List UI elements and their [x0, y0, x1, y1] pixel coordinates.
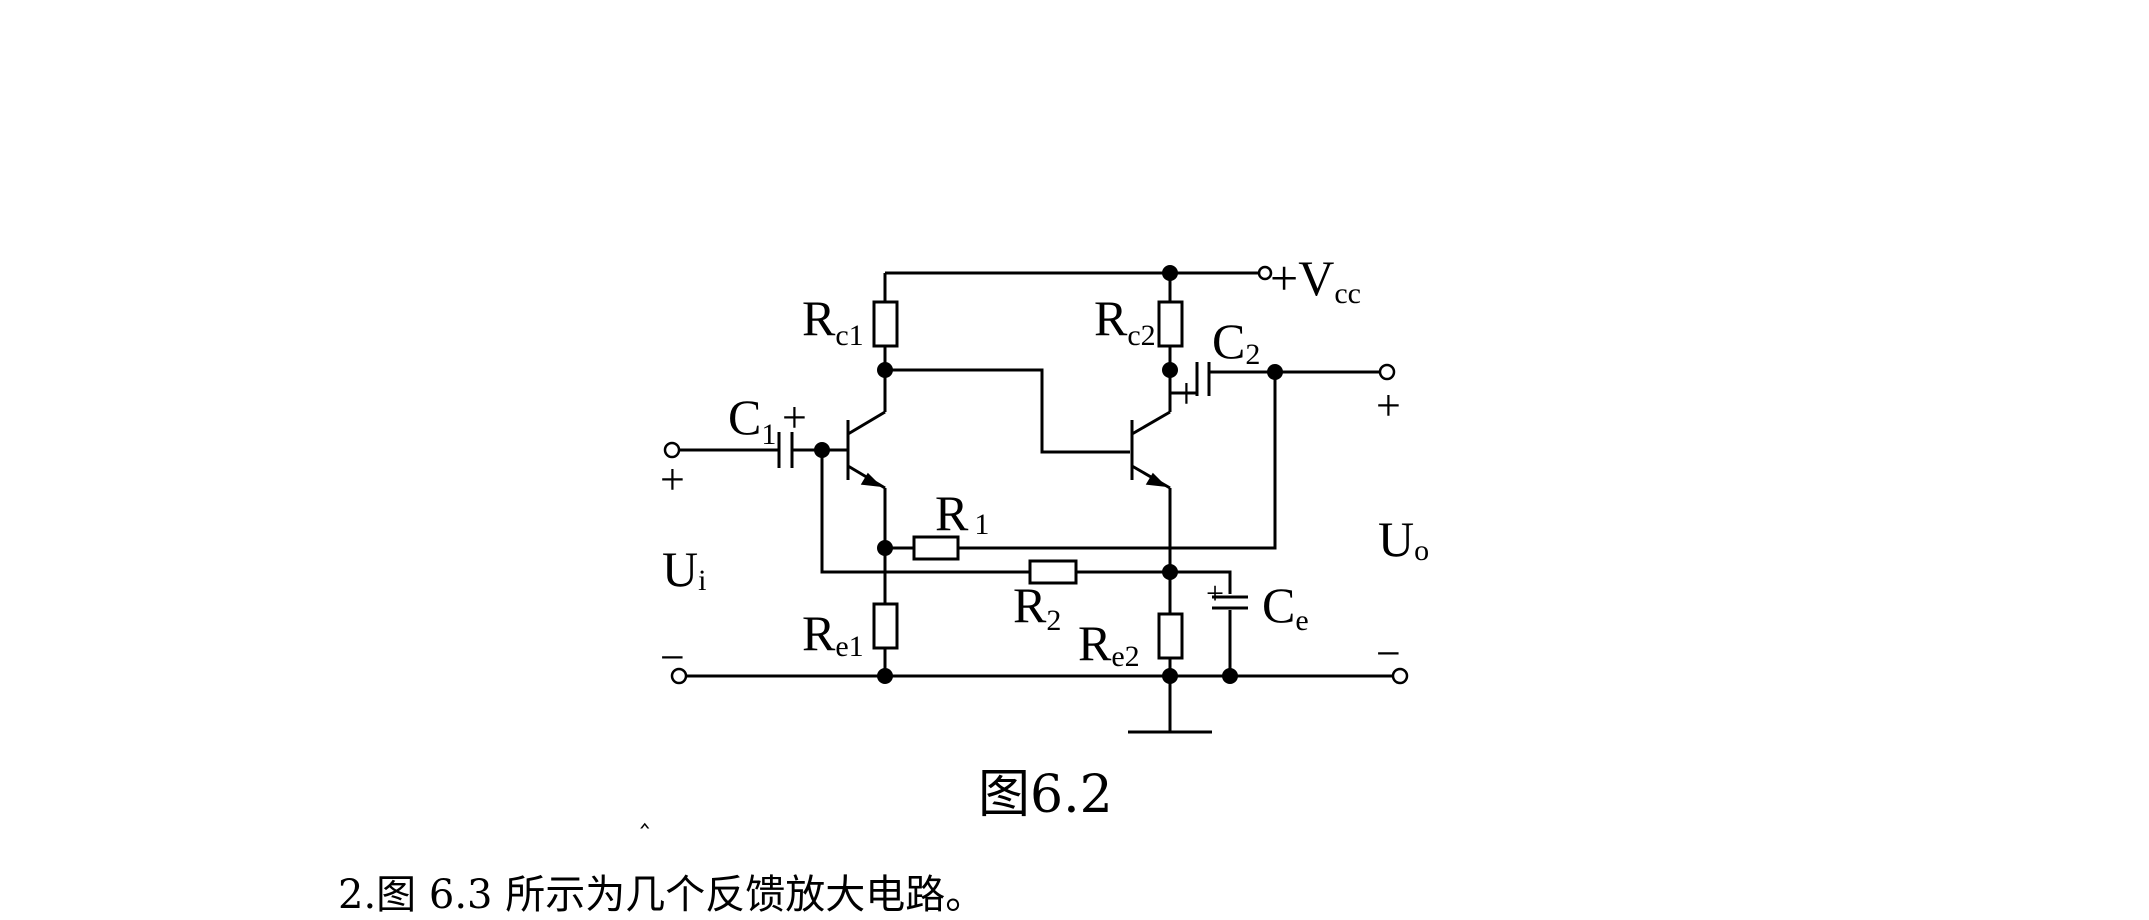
uo-label: Uo [1378, 511, 1429, 567]
re1-resistor [872, 602, 899, 650]
ce-label: Ce [1262, 577, 1309, 637]
question-text: 2.图 6.3 所示为几个反馈放大电路。 [338, 872, 986, 918]
re1-ground-node [877, 668, 893, 684]
ui-label: Ui [662, 541, 706, 597]
ce-plus-sign: + [1206, 575, 1224, 611]
r1-wire-right [958, 372, 1277, 550]
c1-plus-sign: + [782, 393, 807, 442]
stray-mark: ‸ [640, 796, 650, 829]
output-minus-sign: − [1376, 629, 1401, 678]
interstage-wire [885, 368, 1130, 454]
rc2-resistor [1157, 300, 1184, 348]
vcc-label: +Vcc [1270, 250, 1361, 310]
c2-plus-sign: + [1174, 369, 1199, 418]
rc2-label: Rc2 [1094, 290, 1156, 352]
output-terminal-plus [1378, 363, 1396, 381]
c2-label: C2 [1212, 313, 1260, 371]
input-minus-sign: − [660, 633, 685, 682]
rc1-label: Rc1 [802, 290, 864, 352]
output-plus-sign: + [1376, 381, 1401, 430]
rc1-resistor [872, 300, 899, 348]
re2-label: Re2 [1078, 615, 1140, 673]
t2-collector-to-c2-wire [1168, 370, 1196, 395]
vcc-terminal [1257, 265, 1273, 281]
re2-resistor [1157, 612, 1184, 660]
figure-caption: 图6.2 [978, 765, 1113, 825]
c1-label: C1 [728, 389, 776, 451]
input-plus-sign: + [660, 455, 685, 504]
transistor-t2 [1130, 370, 1172, 572]
r2-feedback-wire-left [820, 450, 1030, 574]
re1-label: Re1 [802, 605, 864, 663]
ce-wire-top [1170, 570, 1232, 594]
output-terminal-minus [1391, 667, 1409, 685]
r2-label: R2 [1013, 577, 1061, 637]
transistor-t1 [846, 370, 887, 548]
